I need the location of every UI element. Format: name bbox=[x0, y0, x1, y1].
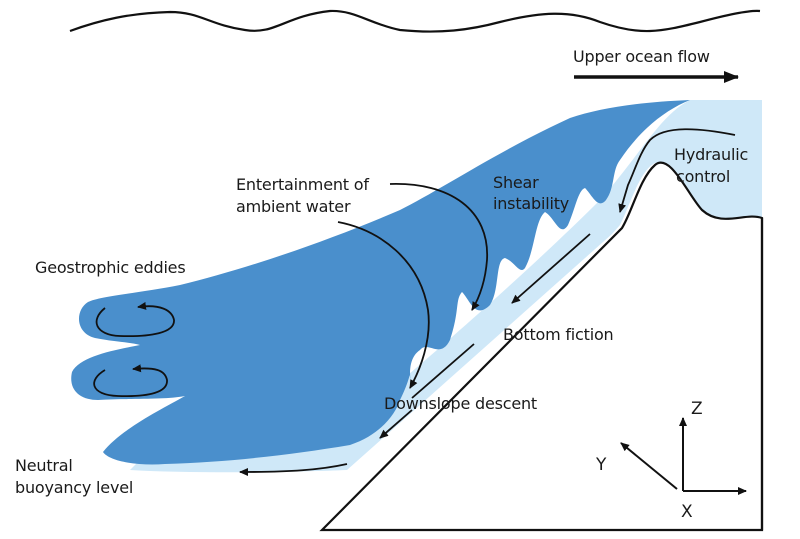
geostrophic-eddies-label: Geostrophic eddies bbox=[35, 258, 186, 277]
hydraulic-control-label-line2: control bbox=[676, 167, 731, 186]
downslope-arrow-3-icon bbox=[379, 409, 413, 439]
shear-instability-label-line1: Shear bbox=[493, 173, 539, 192]
shear-instability-label-line2: instability bbox=[493, 194, 570, 213]
light-water-region bbox=[130, 100, 762, 473]
hydraulic-control-label-line1: Hydraulic bbox=[674, 145, 749, 164]
z-axis-label: Z bbox=[691, 399, 703, 419]
y-axis-label: Y bbox=[596, 455, 607, 475]
eddy-arrow-2-icon bbox=[93, 364, 168, 397]
downslope-descent-label: Downslope descent bbox=[384, 394, 537, 413]
hydraulic-control-arrow-icon bbox=[618, 128, 736, 213]
downslope-arrow-1-icon bbox=[511, 233, 591, 304]
bottom-friction-label: Bottom fiction bbox=[503, 325, 614, 344]
neutral-buoyancy-label-line2: buoyancy level bbox=[15, 478, 134, 497]
entrainment-arrow-1-icon bbox=[389, 183, 488, 311]
entrainment-arrow-2-icon bbox=[337, 221, 430, 389]
dense-water-plume bbox=[71, 100, 690, 465]
downslope-arrow-2-icon bbox=[411, 343, 475, 399]
sea-surface-wave-icon bbox=[69, 9, 761, 33]
entrainment-label-line2: ambient water bbox=[236, 197, 351, 216]
seafloor-slope-outline bbox=[319, 161, 764, 532]
upper-ocean-flow-label: Upper ocean flow bbox=[573, 47, 710, 66]
neutral-level-arrow-icon bbox=[239, 463, 348, 476]
y-axis-arrow-icon bbox=[620, 442, 678, 490]
entrainment-label-line1: Entertainment of bbox=[236, 175, 369, 194]
x-axis-label: X bbox=[681, 502, 693, 522]
eddy-arrow-1-icon bbox=[95, 301, 175, 338]
neutral-buoyancy-label-line1: Neutral bbox=[15, 456, 73, 475]
